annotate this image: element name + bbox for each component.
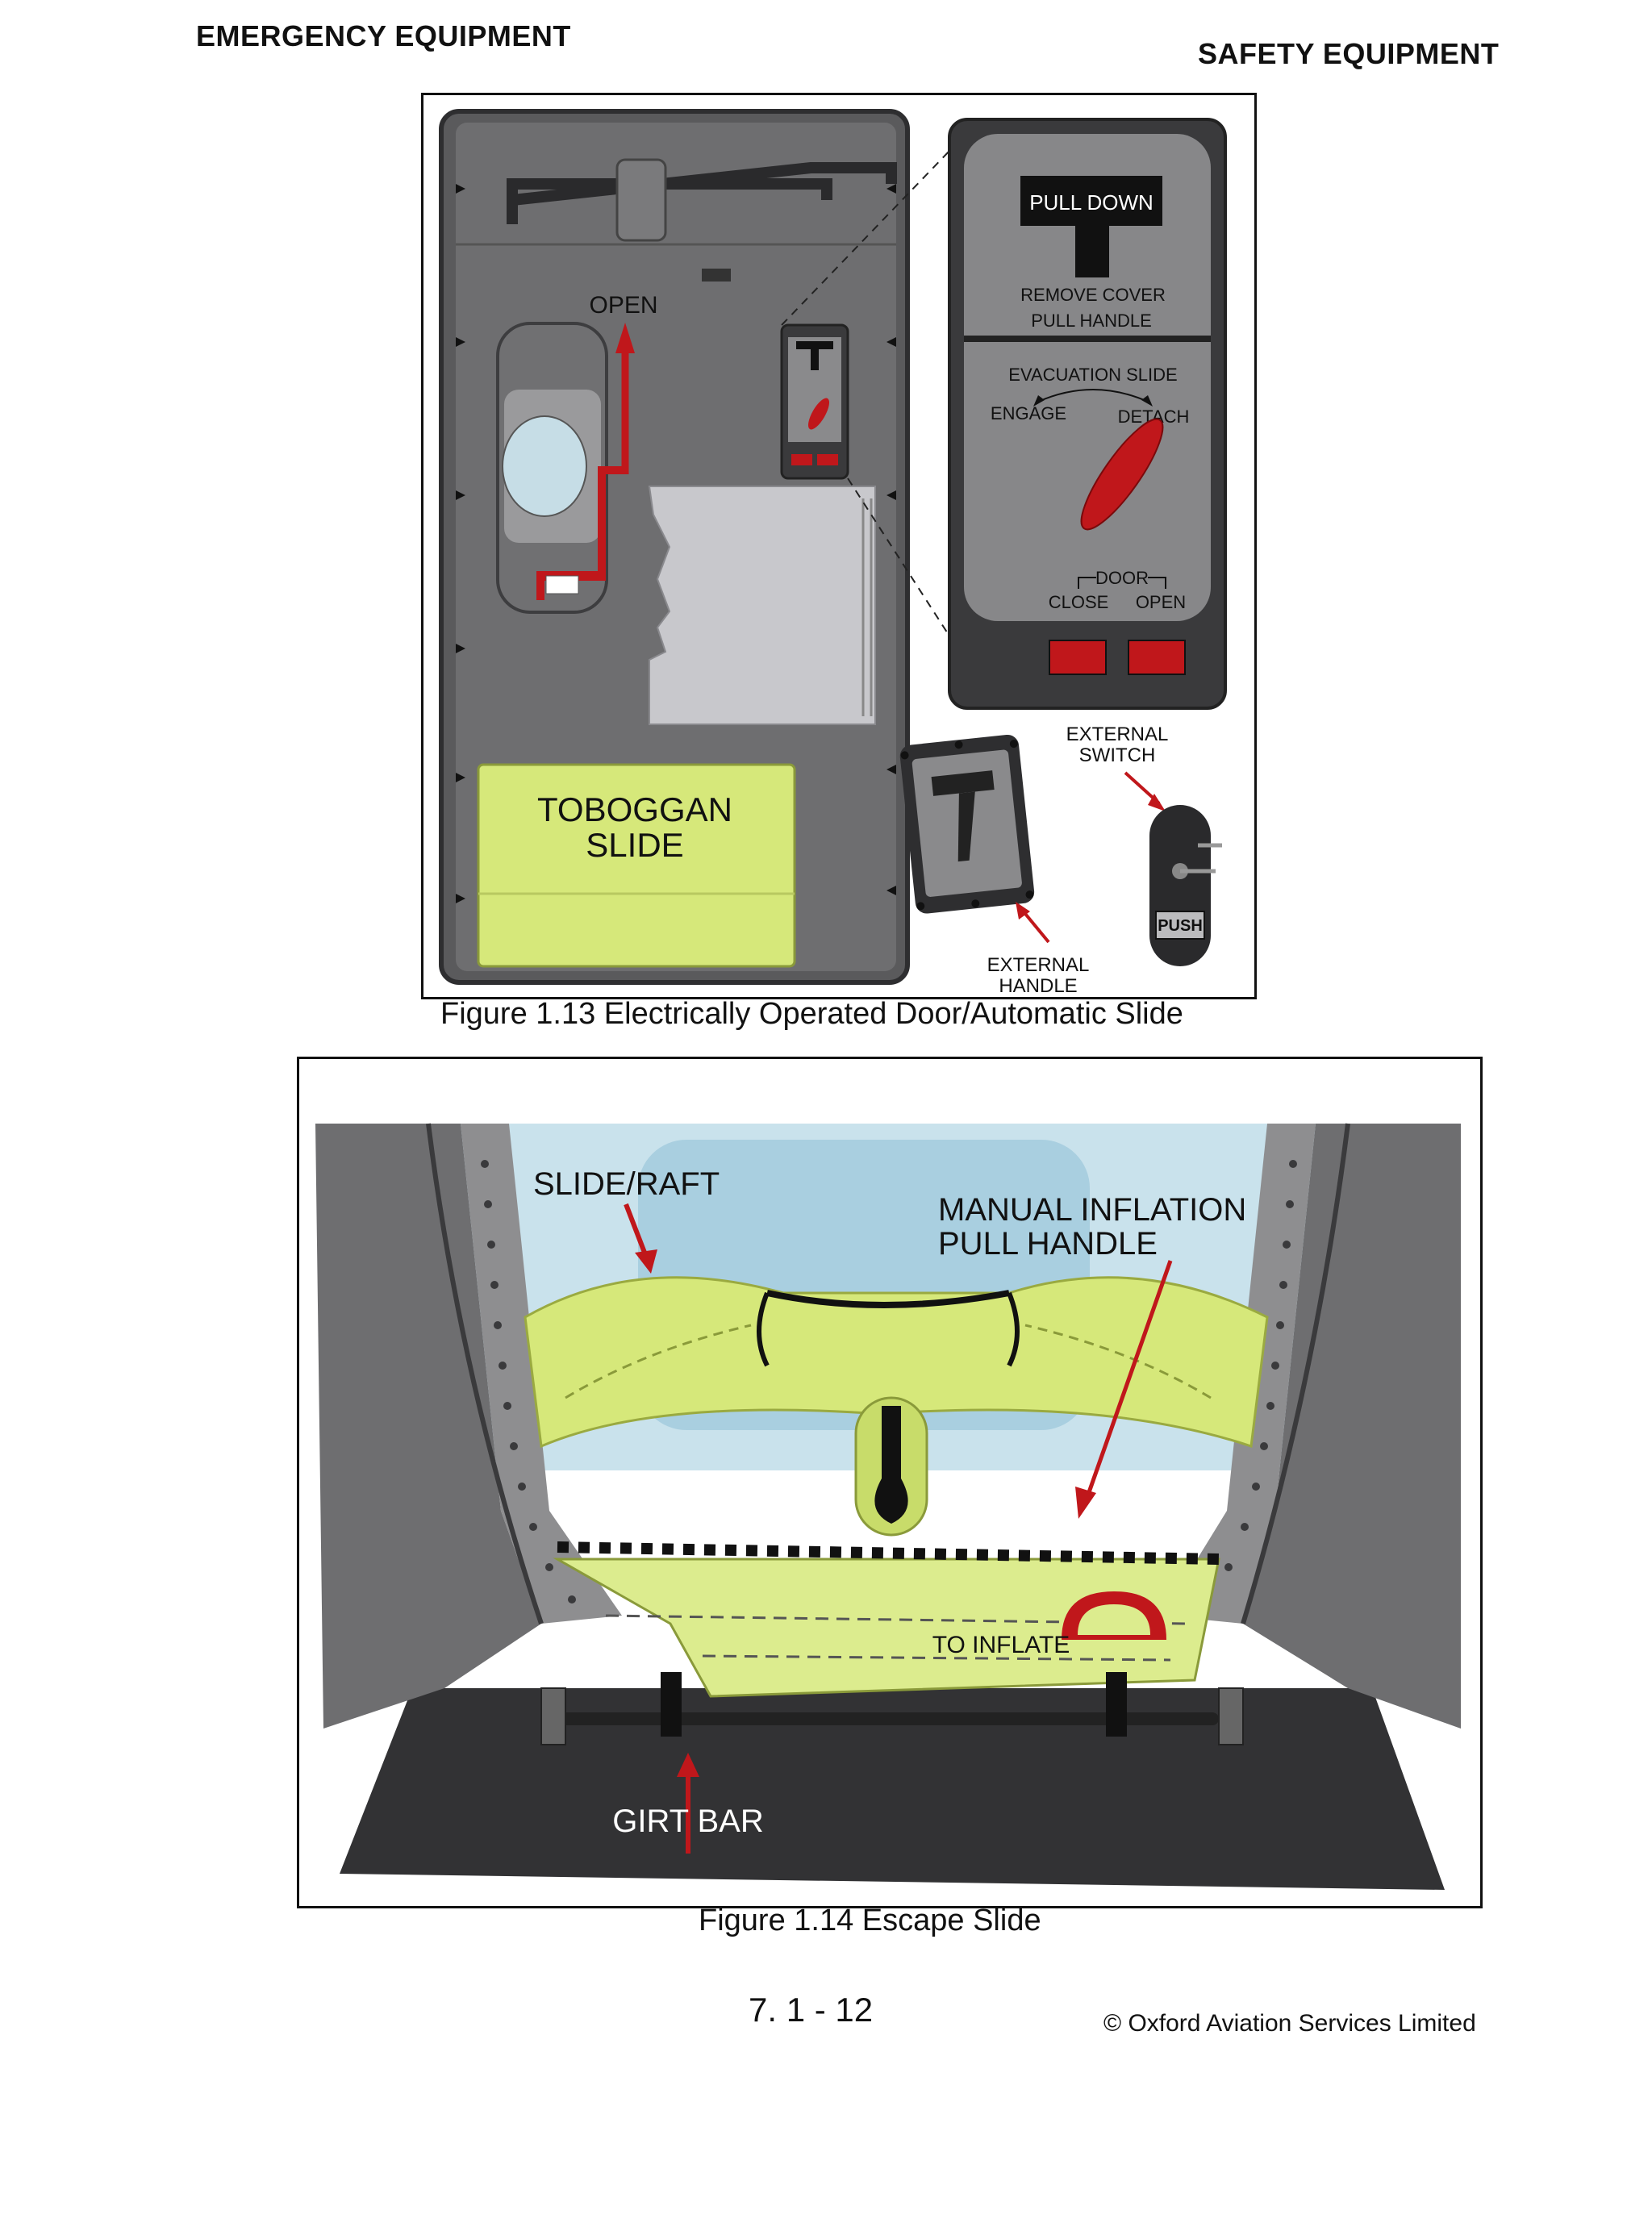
manual-inflation-label-line1: MANUAL INFLATION xyxy=(938,1192,1246,1228)
to-inflate-label: TO INFLATE xyxy=(932,1632,1070,1658)
figure-1-14-frame: SLIDE/RAFT MANUAL INFLATION PULL HANDLE … xyxy=(297,1057,1483,1908)
external-handle-label-line2: HANDLE xyxy=(999,975,1077,997)
slide-raft-label: SLIDE/RAFT xyxy=(533,1166,720,1202)
pull-down-label: PULL DOWN xyxy=(1029,190,1153,215)
evacuation-slide-label: EVACUATION SLIDE xyxy=(1008,365,1177,385)
figure-1-14-caption: Figure 1.14 Escape Slide xyxy=(699,1904,1041,1937)
external-switch-label-line2: SWITCH xyxy=(1079,744,1156,766)
door-label: DOOR xyxy=(1095,568,1149,588)
figure-1-13-illustration: OPEN TOBOGGAN SLIDE PULL DOWN REMOVE COV… xyxy=(439,109,1227,997)
pull-handle-label: PULL HANDLE xyxy=(1031,311,1152,331)
push-button-label: PUSH xyxy=(1158,917,1203,935)
door-open-label: OPEN xyxy=(1136,592,1186,612)
open-label: OPEN xyxy=(589,292,657,319)
close-label: CLOSE xyxy=(1049,592,1109,612)
header-right: SAFETY EQUIPMENT xyxy=(1198,37,1500,70)
remove-cover-label: REMOVE COVER xyxy=(1020,285,1166,305)
header-left: EMERGENCY EQUIPMENT xyxy=(196,19,571,52)
copyright-notice: © Oxford Aviation Services Limited xyxy=(1103,2010,1476,2037)
engage-label: ENGAGE xyxy=(991,403,1066,423)
page-number: 7. 1 - 12 xyxy=(749,1991,874,2029)
girt-bar-label: GIRT BAR xyxy=(612,1804,763,1839)
toboggan-label-line1: TOBOGGAN xyxy=(537,790,732,828)
external-switch-label-line1: EXTERNAL xyxy=(1066,724,1169,745)
manual-inflation-label-line2: PULL HANDLE xyxy=(938,1226,1158,1262)
figure-1-13-frame: OPEN TOBOGGAN SLIDE PULL DOWN REMOVE COV… xyxy=(421,93,1257,999)
toboggan-label-line2: SLIDE xyxy=(586,826,683,864)
figure-1-13-caption: Figure 1.13 Electrically Operated Door/A… xyxy=(440,997,1183,1031)
figure-1-14-illustration: SLIDE/RAFT MANUAL INFLATION PULL HANDLE … xyxy=(315,1123,1461,1890)
external-handle-label-line1: EXTERNAL xyxy=(987,954,1090,976)
